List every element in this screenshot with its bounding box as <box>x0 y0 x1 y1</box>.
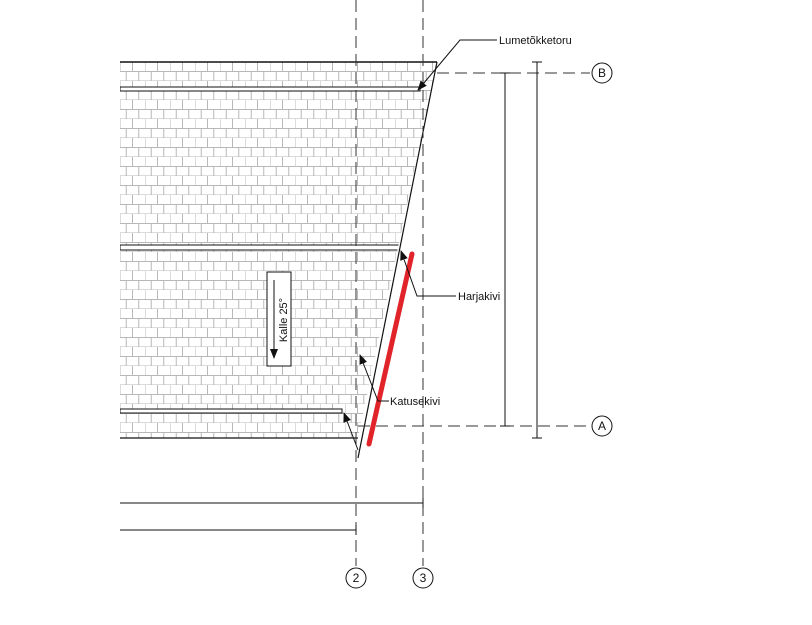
ridge-line <box>120 244 411 251</box>
grid-marker-b: B <box>591 62 613 84</box>
gridlines <box>355 0 590 566</box>
dimension-lines <box>120 61 542 535</box>
grid-marker-3: 3 <box>412 567 434 589</box>
svg-text:B: B <box>598 66 606 80</box>
slope-indicator: Kalle 25° <box>266 271 292 367</box>
label-ridge-tile: Harjakivi <box>458 291 500 303</box>
label-roof-tile: Katusekivi <box>390 396 440 408</box>
grid-marker-2: 2 <box>345 567 367 589</box>
eave-line <box>120 408 343 414</box>
svg-text:A: A <box>598 419 606 433</box>
leader-ridge-tile <box>400 250 456 297</box>
grid-marker-a: A <box>591 415 613 437</box>
snow-guard-pipe <box>120 86 421 92</box>
svg-text:2: 2 <box>353 571 360 585</box>
highlight-line <box>366 251 415 447</box>
svg-text:3: 3 <box>420 571 427 585</box>
leader-snow-guard <box>417 39 497 91</box>
label-snow-guard: Lumetõkketoru <box>499 35 572 47</box>
leader-roof-tile <box>343 354 389 451</box>
svg-text:Kalle 25°: Kalle 25° <box>278 298 290 342</box>
